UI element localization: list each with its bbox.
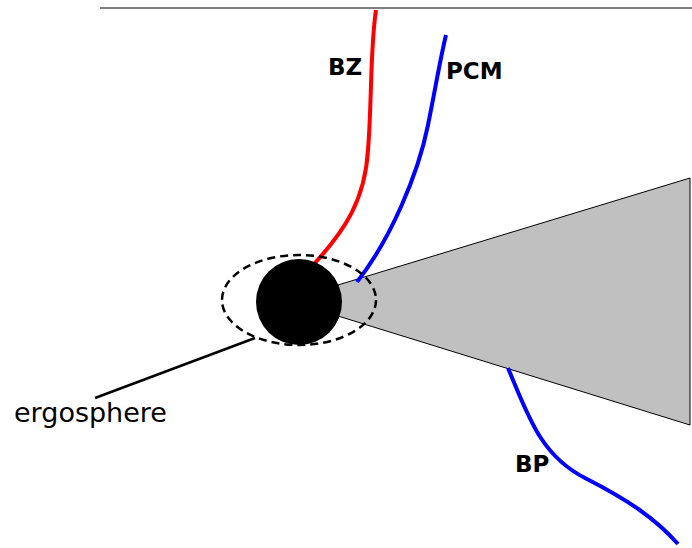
region-label: ergosphere	[14, 399, 167, 426]
field-line-label: BP	[515, 453, 549, 476]
field-line-label: PCM	[446, 60, 503, 83]
field-line-label: BZ	[328, 56, 362, 79]
black-hole	[256, 259, 342, 345]
pcm-field-line	[357, 35, 446, 282]
accretion-disk	[338, 178, 690, 425]
leader-line	[95, 338, 255, 398]
top-rule	[100, 8, 692, 9]
bp-field-line	[508, 368, 678, 544]
bz-field-line	[315, 10, 376, 263]
ergosphere-boundary	[222, 255, 376, 345]
